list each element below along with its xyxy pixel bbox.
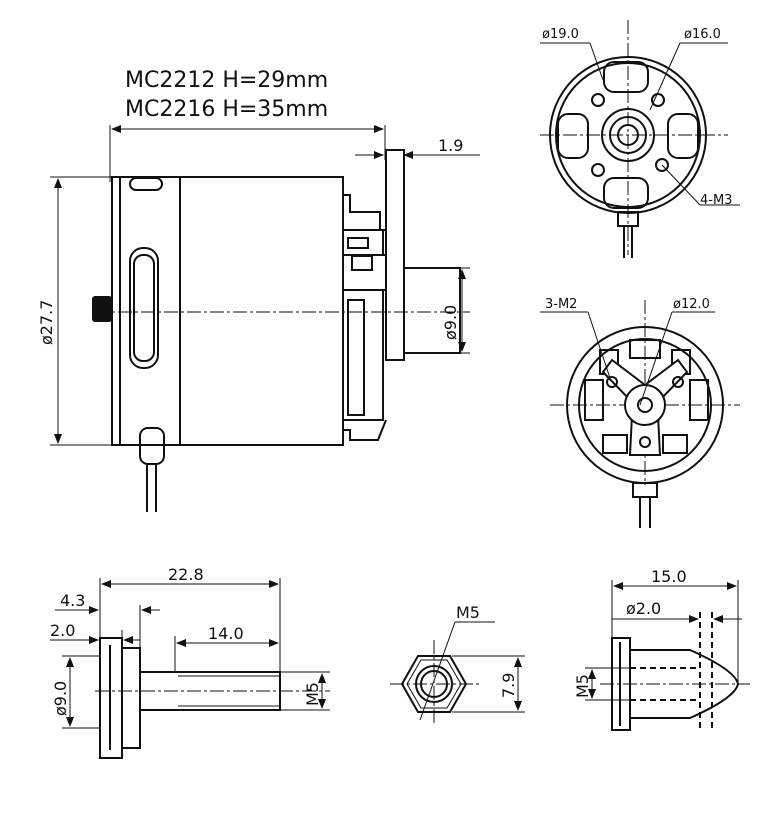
spinner-view: 15.0 ø2.0 M5 — [573, 567, 750, 731]
dim-spinner-hole: ø2.0 — [626, 599, 661, 618]
title-mc2216: MC2216 H=35mm — [125, 97, 328, 122]
title-mc2212: MC2212 H=29mm — [125, 68, 328, 93]
dim-nut-thread: M5 — [456, 603, 480, 622]
dim-rear-holes: 4-M3 — [700, 193, 732, 208]
dim-rear-outer-circle: ø19.0 — [542, 27, 579, 42]
dim-front-circle: ø12.0 — [673, 297, 710, 312]
motor-front-view: 3-M2 ø12.0 — [540, 297, 740, 528]
dim-spinner-length: 15.0 — [651, 567, 687, 586]
dim-step: 2.0 — [50, 621, 75, 640]
dim-rear-inner-circle: ø16.0 — [684, 27, 721, 42]
dim-front-holes: 3-M2 — [545, 297, 577, 312]
dim-body-diameter: ø27.7 — [37, 300, 56, 345]
dim-flange-diameter: ø9.0 — [51, 681, 70, 716]
dim-shaft-diameter: ø9.0 — [441, 305, 460, 340]
dim-thread-length: 14.0 — [208, 624, 244, 643]
motor-side-view: 1.9 ø9.0 — [37, 125, 480, 512]
dim-spinner-thread: M5 — [573, 674, 592, 698]
dim-shaft-protrusion: 1.9 — [438, 136, 463, 155]
dim-adapter-thread: M5 — [303, 682, 322, 706]
dim-flange-thickness: 4.3 — [60, 591, 85, 610]
shaft-adapter-view: 22.8 4.3 2.0 14.0 ø9.0 M5 — [50, 565, 330, 759]
hex-nut-view: M5 7.9 — [390, 603, 525, 725]
motor-rear-view: ø19.0 ø16.0 4-M3 — [540, 20, 740, 258]
dim-nut-width: 7.9 — [499, 673, 518, 698]
dim-adapter-length: 22.8 — [168, 565, 204, 584]
